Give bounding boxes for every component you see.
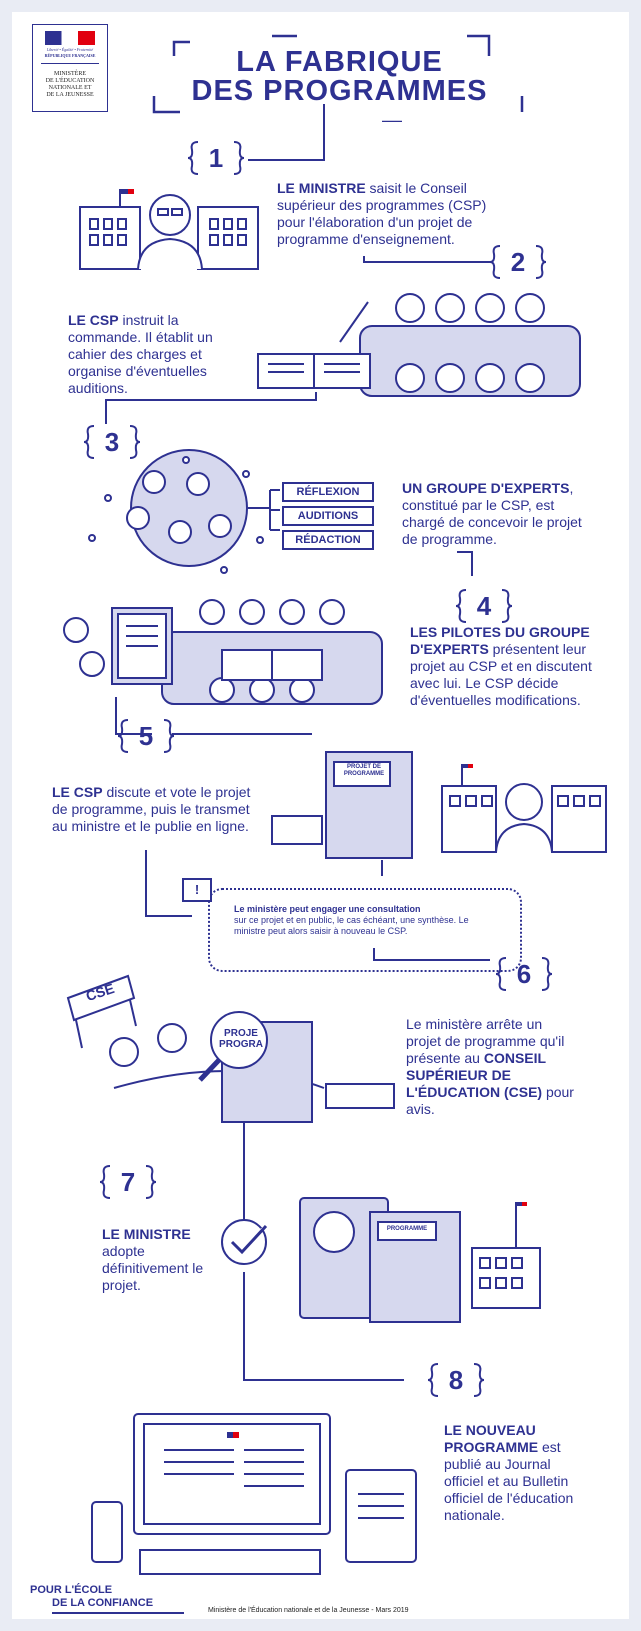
step-3-brace — [84, 425, 140, 459]
step-4-text: LES PILOTES DU GROUPE D'EXPERTS présente… — [410, 624, 592, 708]
step-4-brace — [456, 589, 512, 623]
footer-slogan: POUR L'ÉCOLE DE LA CONFIANCE — [30, 1584, 154, 1609]
step-5-number: 5 — [138, 721, 154, 751]
footer-credit: Ministère de l'Éducation nationale et de… — [208, 1607, 409, 1614]
box-auditions: AUDITIONS — [282, 506, 374, 526]
step-1-brace — [188, 141, 244, 175]
note-text: Le ministère peut engager une consultati… — [234, 904, 469, 936]
step-3-number: 3 — [104, 427, 120, 457]
logo-republic: RÉPUBLIQUE FRANÇAISE — [44, 53, 96, 58]
ministry-logo: Liberté • Égalité • Fraternité RÉPUBLIQU… — [32, 24, 108, 112]
step-1-number: 1 — [208, 143, 224, 173]
step-6-brace — [496, 957, 552, 991]
infographic-page: Liberté • Égalité • Fraternité RÉPUBLIQU… — [12, 12, 629, 1619]
step-6-number: 6 — [516, 959, 532, 989]
step-2-text: LE CSP instruit la commande. Il établit … — [68, 312, 213, 396]
consultation-note — [208, 888, 522, 972]
step-8-number: 8 — [448, 1365, 464, 1395]
title-brackets — [152, 26, 527, 122]
csp-meeting-illustration — [257, 293, 581, 397]
step-1-text: LE MINISTRE saisit le Conseil supérieur … — [277, 180, 487, 247]
step-8-text: LE NOUVEAU PROGRAMME est publié au Journ… — [444, 1422, 574, 1523]
step-8-brace — [428, 1363, 484, 1397]
step-2-brace — [490, 245, 546, 279]
experts-group-illustration — [88, 449, 280, 574]
step-2-number: 2 — [510, 247, 526, 277]
publication-devices-illustration — [91, 1413, 417, 1575]
note-alert-icon: ! — [182, 878, 212, 902]
step-4-number: 4 — [476, 591, 492, 621]
step-3-text: UN GROUPE D'EXPERTS, constitué par le CS… — [402, 480, 582, 547]
cse-review-illustration — [66, 974, 395, 1123]
book-label-projet: PROJET DE PROGRAMME — [343, 764, 385, 777]
box-redaction: RÉDACTION — [282, 530, 374, 550]
book-label-programme: PROGRAMME — [386, 1226, 428, 1232]
step-7-brace — [100, 1165, 156, 1199]
step-5-text: LE CSP discute et vote le projet de prog… — [52, 784, 251, 834]
magnifier-label: PROJE PROGRA — [219, 1028, 263, 1050]
footer-underline — [52, 1612, 184, 1614]
box-reflexion: RÉFLEXION — [282, 482, 374, 502]
vote-project-illustration — [271, 751, 607, 859]
flow-connectors — [105, 104, 492, 1381]
ministry-building-illustration — [79, 189, 259, 270]
logo-motto: Liberté • Égalité • Fraternité — [46, 47, 94, 52]
logo-divider — [41, 63, 99, 64]
step-7-text: LE MINISTRE adopte définitivement le pro… — [102, 1226, 204, 1293]
pilots-meeting-illustration — [63, 599, 383, 705]
step-6-text: Le ministère arrête un projet de program… — [406, 1016, 574, 1117]
adoption-illustration — [221, 1197, 541, 1323]
step-5-brace — [118, 719, 174, 753]
marianne-flag — [45, 31, 95, 45]
step-7-number: 7 — [120, 1167, 136, 1197]
